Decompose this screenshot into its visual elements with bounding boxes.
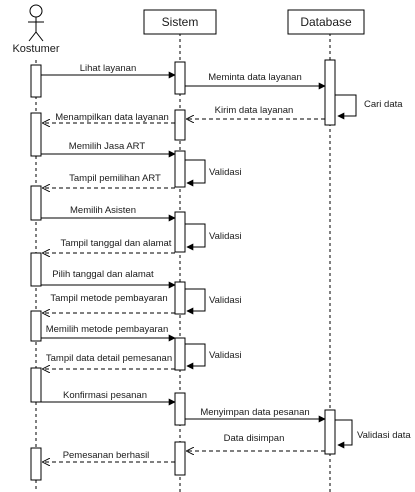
message-label: Pilih tanggal dan alamat: [52, 269, 154, 280]
message-label: Kirim data layanan: [215, 105, 294, 116]
message-label: Data disimpan: [224, 433, 285, 444]
message-label: Validasi: [209, 295, 242, 306]
activation-bar: [30, 185, 42, 221]
activation-bar: [30, 367, 42, 403]
message-label: Cari data: [364, 99, 403, 110]
activation-bar: [174, 392, 186, 426]
message-label: Tampil data detail pemesanan: [46, 353, 172, 364]
message-label: Validasi: [209, 167, 242, 178]
activation-bar: [30, 447, 42, 481]
actor-figure-icon: [28, 4, 44, 42]
message-label: Memilih Jasa ART: [69, 141, 146, 152]
message-label: Konfirmasi pesanan: [63, 390, 147, 401]
activation-bar: [174, 150, 186, 188]
activation-bar: [324, 409, 336, 455]
message-label: Tampil tanggal dan alamat: [61, 238, 172, 249]
self-message-arrow: [335, 419, 353, 449]
activation-bar: [174, 441, 186, 476]
message-label: Menampilkan data layanan: [55, 112, 169, 123]
message-label: Memilih Asisten: [70, 205, 136, 216]
system-header-label: Sistem: [162, 15, 199, 29]
self-message-arrow: [185, 288, 206, 315]
database-header-box: [287, 9, 365, 35]
activation-bar: [174, 281, 186, 315]
message-label: Meminta data layanan: [208, 72, 301, 83]
system-header-box: [143, 9, 217, 35]
activation-bar: [174, 337, 186, 371]
actor-label: Kostumer: [12, 43, 59, 55]
message-label: Validasi: [209, 231, 242, 242]
self-message-arrow: [185, 343, 206, 370]
activation-bar: [174, 211, 186, 253]
self-message-arrow: [185, 159, 206, 187]
message-label: Pemesanan berhasil: [63, 450, 150, 461]
activation-bar: [30, 252, 42, 287]
activation-bar: [30, 64, 42, 98]
message-label: Memilih metode pembayaran: [46, 324, 169, 335]
message-label: Menyimpan data pesanan: [200, 407, 309, 418]
message-label: Validasi: [209, 350, 242, 361]
message-label: Tampil pemilihan ART: [69, 173, 161, 184]
message-label: Tampil metode pembayaran: [50, 293, 167, 304]
message-label: Lihat layanan: [80, 63, 137, 74]
self-message-arrow: [335, 94, 357, 120]
self-message-arrow: [185, 223, 206, 251]
activation-bar: [30, 310, 42, 342]
activation-bar: [174, 109, 186, 141]
database-header-label: Database: [300, 15, 352, 29]
activation-bar: [324, 59, 336, 126]
message-label: Validasi data: [357, 430, 411, 441]
activation-bar: [174, 61, 186, 95]
activation-bar: [30, 112, 42, 157]
